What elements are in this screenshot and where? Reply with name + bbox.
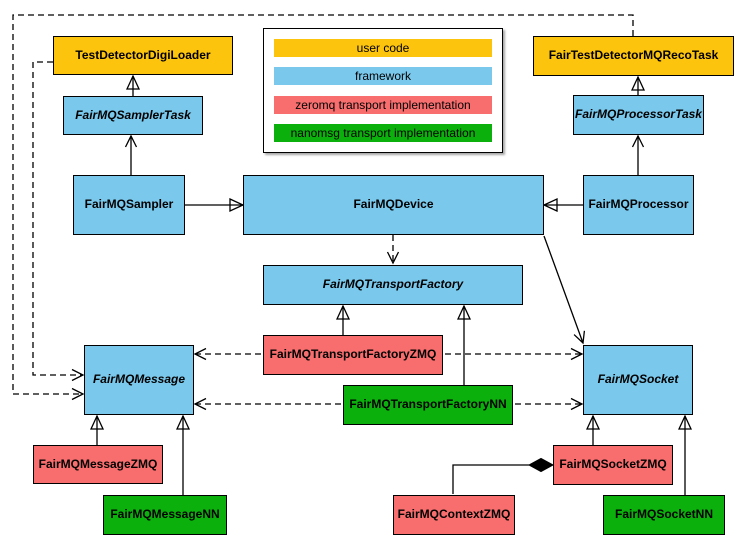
edge-device-to-socket bbox=[543, 235, 586, 345]
node-fair-test-detector-mq-reco-task: FairTestDetectorMQRecoTask bbox=[533, 36, 734, 76]
node-fairmq-transport-factory-nn: FairMQTransportFactoryNN bbox=[343, 385, 513, 425]
legend-label: zeromq transport implementation bbox=[295, 97, 471, 112]
edge-digiloader-to-message bbox=[32, 61, 85, 382]
node-fairmq-processor-task: FairMQProcessorTask bbox=[573, 95, 704, 135]
node-fairmq-socket: FairMQSocket bbox=[583, 345, 693, 415]
node-fairmq-transport-factory: FairMQTransportFactory bbox=[263, 265, 523, 305]
edge-recotask-to-message bbox=[12, 14, 634, 401]
legend: user code framework zeromq transport imp… bbox=[263, 28, 503, 153]
node-fairmq-transport-factory-zmq: FairMQTransportFactoryZMQ bbox=[263, 335, 443, 375]
legend-label: user code bbox=[356, 41, 410, 56]
node-fairmq-message: FairMQMessage bbox=[84, 345, 194, 415]
node-fairmq-processor: FairMQProcessor bbox=[583, 175, 694, 235]
legend-label: framework bbox=[354, 69, 411, 84]
node-fairmq-sampler: FairMQSampler bbox=[73, 175, 185, 235]
legend-label: nanomsg transport implementation bbox=[290, 125, 476, 140]
node-fairmq-socket-nn: FairMQSocketNN bbox=[603, 495, 725, 535]
legend-item-user-code: user code bbox=[274, 39, 492, 58]
node-test-detector-digi-loader: TestDetectorDigiLoader bbox=[53, 36, 233, 75]
legend-item-zeromq: zeromq transport implementation bbox=[274, 95, 492, 114]
node-fairmq-message-zmq: FairMQMessageZMQ bbox=[33, 445, 163, 484]
node-fairmq-socket-zmq: FairMQSocketZMQ bbox=[553, 445, 673, 485]
node-fairmq-sampler-task: FairMQSamplerTask bbox=[63, 96, 203, 135]
node-fairmq-context-zmq: FairMQContextZMQ bbox=[393, 495, 515, 535]
composition-diamond bbox=[527, 457, 555, 473]
node-fairmq-message-nn: FairMQMessageNN bbox=[103, 495, 227, 535]
legend-item-nanomsg: nanomsg transport implementation bbox=[274, 123, 492, 142]
edge-socketzmq-to-contextzmq bbox=[452, 464, 529, 494]
legend-item-framework: framework bbox=[274, 67, 492, 86]
node-fairmq-device: FairMQDevice bbox=[243, 175, 544, 235]
